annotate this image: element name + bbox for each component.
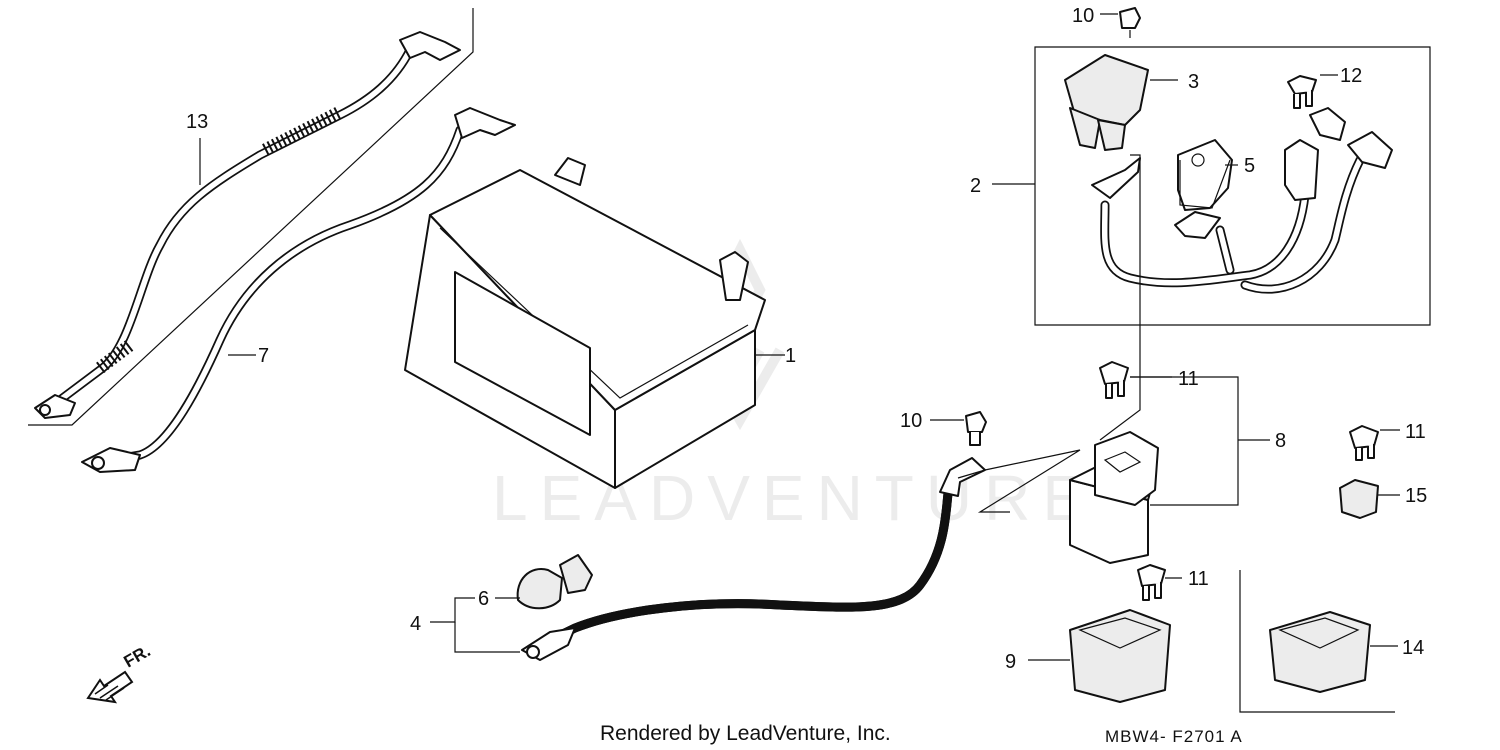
box-14[interactable] [1239,570,1395,713]
watermark-text: LEADVENTURE [492,462,1097,534]
drawing-code: MBW4- F2701 A [1105,727,1243,746]
cap-5[interactable] [1177,139,1233,211]
cover-3[interactable] [1064,54,1149,151]
fuse-12[interactable] [1287,75,1317,109]
cable-13-frame [28,8,474,426]
harness-2[interactable] [1034,46,1431,441]
callout-15: 15 [1405,485,1427,507]
relay-8[interactable] [1069,431,1159,564]
callout-12: 12 [1340,65,1362,87]
cap-15[interactable] [1339,479,1379,519]
callout-9: 9 [1005,651,1016,673]
fuse-11c[interactable] [1137,564,1166,601]
bolt-10a[interactable] [1119,7,1141,29]
callout-11-lower: 11 [1188,568,1209,590]
callout-8: 8 [1275,430,1286,452]
box-9[interactable] [1069,609,1171,703]
cable-7[interactable] [81,107,516,473]
fuse-11b[interactable] [1349,425,1379,461]
callout-10-mid: 10 [900,410,922,432]
callout-13: 13 [186,111,208,133]
callout-10-top: 10 [1072,5,1094,27]
callout-3: 3 [1188,71,1199,93]
callout-labels: 1 2 3 4 5 6 7 8 9 10 10 11 11 11 12 13 1… [186,5,1427,673]
callout-2: 2 [970,175,981,197]
cable-13[interactable] [28,8,474,426]
fuse-11a[interactable] [1099,361,1129,399]
leader-lines [199,13,1400,661]
callout-11-right: 11 [1405,421,1426,443]
rendered-by-credit: Rendered by LeadVenture, Inc. [600,722,891,745]
bolt-10b[interactable] [965,411,987,446]
front-label: FR. [121,641,154,671]
callout-14: 14 [1402,637,1424,659]
harness-frame [1034,46,1431,326]
callout-5: 5 [1244,155,1255,177]
callout-7: 7 [258,345,269,367]
cable-4[interactable] [521,449,1081,661]
callout-11-relay: 11 [1178,368,1199,390]
callout-1: 1 [785,345,796,367]
box-14-frame [1239,570,1395,713]
front-direction-indicator: FR. [86,641,154,704]
callout-4: 4 [410,613,421,635]
callout-6: 6 [478,588,489,610]
battery-1[interactable] [404,157,766,489]
boot-6[interactable] [516,554,593,610]
